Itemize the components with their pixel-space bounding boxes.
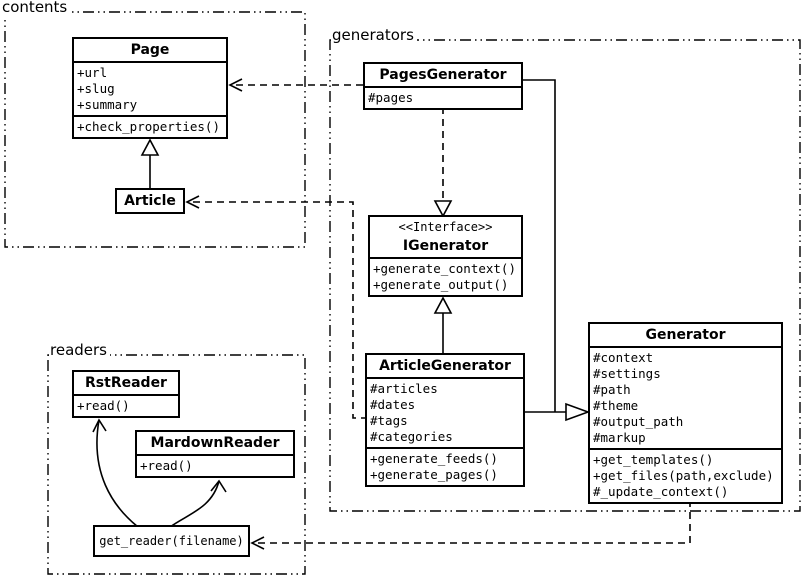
attribute-row: +url: [77, 65, 108, 80]
class-rstreader-methods: +read(): [74, 394, 178, 416]
class-igenerator-methods: +generate_context() +generate_output(): [370, 257, 521, 295]
arrow-getreader-to-mardownreader: [169, 479, 227, 528]
class-igenerator-title: IGenerator: [402, 238, 489, 254]
attribute-row: #pages: [368, 90, 414, 105]
package-border-generators: [329, 39, 801, 512]
class-articlegenerator-methods: +generate_feeds() +generate_pages(): [367, 447, 523, 485]
class-mardownreader-title: MardownReader: [150, 435, 280, 451]
attribute-row: #articles: [370, 381, 438, 396]
attribute-row: +summary: [77, 97, 138, 112]
attribute-row: #categories: [370, 429, 453, 444]
method-row: #_update_context(): [593, 484, 729, 499]
class-articlegenerator: ArticleGenerator #articles #dates #tags …: [365, 353, 525, 487]
method-row: +generate_feeds(): [370, 451, 498, 466]
package-label-generators: generators: [331, 28, 417, 44]
dependency-arrow-generator-to-getreader: [250, 500, 691, 550]
dependency-arrow-pagesgenerator-to-page: [228, 78, 367, 92]
class-mardownreader-methods: +read(): [137, 454, 293, 476]
class-pagesgenerator-attributes: #pages: [365, 86, 521, 108]
function-get-reader: get_reader(filename): [93, 525, 250, 557]
class-pagesgenerator: PagesGenerator #pages: [363, 62, 523, 110]
package-border-contents: [4, 11, 306, 248]
inheritance-arrow-articlegenerator-to-igenerator: [433, 296, 453, 355]
attribute-row: +slug: [77, 81, 115, 96]
attribute-row: #context: [593, 350, 654, 365]
dependency-arrow-articlegenerator-to-article: [185, 195, 367, 419]
method-row: +generate_context(): [373, 261, 516, 276]
method-row: +read(): [140, 458, 193, 473]
method-row: +generate_pages(): [370, 467, 498, 482]
method-row: +check_properties(): [77, 119, 220, 134]
arrow-getreader-to-rstreader: [92, 418, 139, 528]
class-igenerator-stereotype: <<Interface>>: [398, 220, 493, 234]
class-generator-methods: +get_templates() +get_files(path,exclude…: [590, 448, 781, 502]
class-rstreader: RstReader +read(): [72, 370, 180, 418]
attribute-row: #settings: [593, 366, 661, 381]
class-page-attributes: +url +slug +summary: [74, 61, 226, 115]
class-page-methods: +check_properties(): [74, 115, 226, 137]
class-article: Article: [115, 188, 185, 214]
method-row: +get_files(path,exclude): [593, 468, 774, 483]
method-row: +read(): [77, 398, 130, 413]
class-igenerator: <<Interface>> IGenerator +generate_conte…: [368, 215, 523, 297]
attribute-row: #path: [593, 382, 631, 397]
realization-arrow-pagesgenerator-to-igenerator: [433, 107, 453, 218]
class-mardownreader: MardownReader +read(): [135, 430, 295, 478]
package-border-readers: [47, 354, 306, 575]
class-page-title: Page: [130, 42, 170, 58]
attribute-row: #theme: [593, 398, 639, 413]
attribute-row: #output_path: [593, 414, 684, 429]
class-generator-title: Generator: [645, 327, 726, 343]
class-article-title: Article: [124, 193, 176, 209]
attribute-row: #dates: [370, 397, 416, 412]
method-row: +generate_output(): [373, 277, 509, 292]
package-label-readers: readers: [49, 343, 110, 359]
class-page: Page +url +slug +summary +check_properti…: [72, 37, 228, 139]
class-generator-attributes: #context #settings #path #theme #output_…: [590, 346, 781, 448]
function-get-reader-label: get_reader(filename): [99, 534, 244, 548]
inheritance-arrow-article-to-page: [140, 138, 160, 190]
class-pagesgenerator-title: PagesGenerator: [379, 67, 507, 83]
class-articlegenerator-title: ArticleGenerator: [379, 358, 511, 374]
package-label-contents: contents: [1, 0, 71, 16]
inheritance-arrow-generators-to-generator: [519, 79, 591, 422]
class-articlegenerator-attributes: #articles #dates #tags #categories: [367, 377, 523, 447]
class-generator: Generator #context #settings #path #them…: [588, 322, 783, 504]
class-rstreader-title: RstReader: [85, 375, 167, 391]
attribute-row: #markup: [593, 430, 646, 445]
method-row: +get_templates(): [593, 452, 714, 467]
attribute-row: #tags: [370, 413, 408, 428]
